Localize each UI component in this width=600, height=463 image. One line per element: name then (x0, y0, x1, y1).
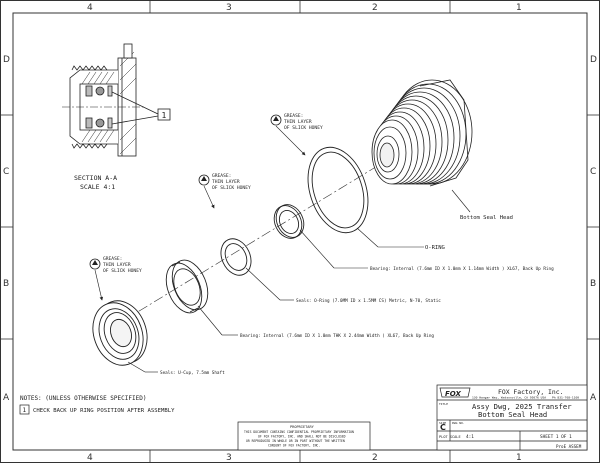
callout-bearing-backup-2: Bearing: Internal (7.6mm ID X 1.0mm THK … (240, 333, 434, 339)
proprietary-line-1: THIS DOCUMENT CONTAINS CONFIDENTIAL PROP… (244, 430, 354, 434)
zone-col-1-bottom: 1 (516, 453, 522, 463)
grease-note-3-line2: THIN LAYER (103, 262, 131, 268)
zone-col-2-top: 2 (372, 3, 378, 13)
bottom-seal-head-part (371, 79, 473, 187)
o-ring-part (307, 146, 369, 234)
zone-row-a-right: A (590, 393, 597, 403)
proprietary-box (237, 421, 371, 451)
zone-row-a-left: A (3, 393, 10, 403)
fox-logo-text: FOX (445, 390, 461, 398)
plot-scale-label: PLOT SCALE (439, 435, 461, 439)
callout-bearing-backup-1: Bearing: Internal (7.6mm ID X 1.0mm X 1.… (370, 266, 554, 272)
title-line-2: Bottom Seal Head (478, 410, 547, 419)
proprietary-line-3: OR REPRODUCED IN WHOLE OR IN PART WITHOU… (246, 439, 345, 443)
proprietary-line-2: OF FOX FACTORY, INC. AND SHALL NOT BE DI… (258, 435, 346, 439)
callout-seals-o-ring: Seals: O-Ring (7.0MM ID x 1.5MM CS) Metr… (296, 298, 441, 304)
note-item-text: CHECK BACK UP RING POSITION AFTER ASSEMB… (33, 408, 175, 414)
grease-note-2: GREASE: THIN LAYER OF SLICK HONEY (198, 173, 251, 209)
note-flag-number: 1 (23, 407, 27, 414)
section-flag-number: 1 (162, 111, 167, 120)
zone-row-b-right: B (590, 279, 596, 289)
callout-bottom-seal-head: Bottom Seal Head (460, 215, 513, 221)
company-phone: Ph 831-768-1100 (552, 396, 579, 400)
zone-row-b-left: B (3, 279, 9, 289)
grease-note-1-line3: OF SLICK HONEY (284, 125, 323, 131)
grease-note-3-line1: GREASE: (103, 256, 122, 262)
backup-ring-1-part (273, 204, 305, 239)
grease-note-2-line2: THIN LAYER (212, 179, 240, 185)
grease-note-1-line1: GREASE: (284, 113, 303, 119)
size-label: SIZE (439, 421, 446, 425)
grease-note-2-line3: OF SLICK HONEY (212, 185, 251, 191)
section-flag-box (157, 108, 171, 121)
zone-col-4-bottom: 4 (87, 453, 93, 463)
section-title: SECTION A-A (74, 174, 117, 182)
sheet-number: SHEET 1 OF 1 (540, 434, 572, 440)
grease-note-3-line3: OF SLICK HONEY (103, 268, 142, 274)
grease-note-1-line2: THIN LAYER (284, 119, 312, 125)
zone-col-1-top: 1 (516, 3, 522, 13)
title-label: TITLE (439, 402, 448, 406)
zone-row-c-left: C (3, 167, 9, 177)
zone-col-2-bottom: 2 (372, 453, 378, 463)
zone-row-c-right: C (590, 167, 596, 177)
size-value: C (440, 423, 446, 432)
plot-scale-value: 4:1 (466, 434, 474, 440)
assembly-axis (107, 139, 421, 331)
zone-row-d-right: D (590, 55, 597, 65)
callout-leaders (127, 189, 471, 373)
grease-note-3: GREASE: THIN LAYER OF SLICK HONEY (89, 256, 142, 301)
section-scale: SCALE 4:1 (80, 183, 115, 191)
grease-note-2-line1: GREASE: (212, 173, 231, 179)
zone-col-3-top: 3 (226, 3, 232, 13)
fox-logo: FOX (439, 387, 471, 398)
title-block (436, 384, 588, 451)
section-a-a-view (62, 43, 159, 157)
backup-ring-2-part (165, 259, 209, 314)
notes-heading: NOTES: (UNLESS OTHERWISE SPECIFIED) (20, 395, 146, 402)
title-line-1: Assy Dwg, 2025 Transfer (472, 402, 572, 411)
u-cup-part (92, 300, 148, 366)
grease-note-1: GREASE: THIN LAYER OF SLICK HONEY (270, 113, 323, 156)
dwg-no-label: DWG NO. (452, 421, 465, 425)
zone-row-d-left: D (3, 55, 10, 65)
callout-seals-u-cup: Seals: U-Cup, 7.5mm Shaft (160, 370, 225, 376)
zone-col-4-top: 4 (87, 3, 93, 13)
static-o-ring-part (220, 238, 252, 276)
company-address: 130 Hangar Way, Watsonville, CA 95076 US… (472, 396, 546, 400)
proprietary-line-4: CONSENT OF FOX FACTORY, INC. (268, 444, 320, 448)
company-name: FOX Factory, Inc. (498, 388, 563, 396)
zone-col-3-bottom: 3 (226, 453, 232, 463)
note-flag-box (19, 404, 30, 415)
callout-o-ring: O-RING (425, 245, 445, 251)
software-tag: ProE ASSEM (556, 444, 582, 449)
proprietary-heading: PROPRIETARY (290, 425, 315, 429)
